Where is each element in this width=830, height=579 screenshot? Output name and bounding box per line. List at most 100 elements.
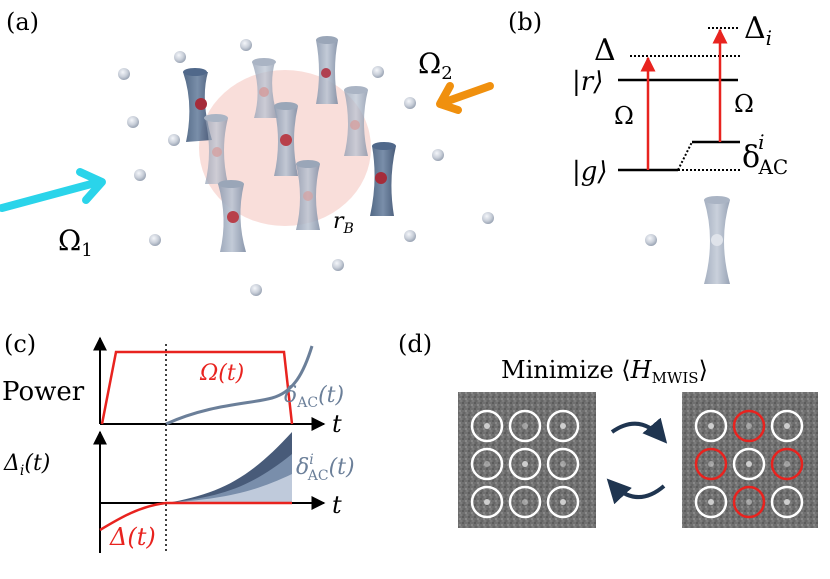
atom-fluorescence-spot	[708, 423, 714, 429]
atom-sphere	[372, 66, 384, 78]
site-ring-red	[732, 409, 766, 443]
site-ring-red	[770, 447, 804, 481]
omega-left-label: Ω	[614, 102, 634, 130]
panel-b-label: (b)	[508, 8, 542, 36]
atom-fluorescence-spot	[746, 499, 752, 505]
atom-fluorescence-spot	[560, 423, 566, 429]
t-axis-label-bottom: t	[332, 491, 342, 519]
omega2-label: Ω2	[418, 47, 453, 84]
atom-sphere	[404, 97, 416, 109]
delta-i-label: Δi	[744, 11, 772, 50]
delta-label: Δ	[594, 33, 616, 68]
atom-sphere	[134, 169, 146, 181]
site-ring-white	[546, 409, 580, 443]
omega2-arrow	[436, 82, 494, 114]
atom-sphere	[127, 116, 139, 128]
site-ring-white	[694, 485, 728, 519]
delta-i-t-label: Δi(t)	[3, 451, 50, 479]
site-ring-white	[694, 409, 728, 443]
panel-c-label: (c)	[4, 330, 36, 358]
level-shift-connector	[677, 141, 693, 171]
atom-fluorescence-spot	[746, 461, 752, 467]
atom-sphere	[432, 149, 444, 161]
omega1-label: Ω1	[58, 224, 93, 261]
site-ring-white	[470, 409, 504, 443]
omega1-arrow	[0, 168, 106, 212]
site-ring-white	[470, 485, 504, 519]
site-ring-red	[732, 485, 766, 519]
site-grid-left	[470, 409, 580, 519]
state-g-label: |g⟩	[572, 157, 608, 187]
omega-t-label: Ω(t)	[199, 361, 244, 386]
site-ring-white	[508, 485, 542, 519]
atom-fluorescence-spot	[708, 499, 714, 505]
delta-ac-t-curve	[165, 345, 314, 426]
delta-t-label: Δ(t)	[109, 523, 156, 551]
panel-a-label: (a)	[6, 8, 39, 36]
minimize-title: Minimize ⟨HMWIS⟩	[501, 356, 708, 387]
tweezer-trap	[316, 36, 338, 104]
site-ring-white	[546, 447, 580, 481]
atom-fluorescence-spot	[484, 423, 490, 429]
site-ring-white	[508, 447, 542, 481]
tweezer-trap-b	[704, 196, 730, 284]
tweezer-trap	[218, 180, 246, 252]
atom-sphere	[149, 234, 161, 246]
atom-fluorescence-spot	[560, 461, 566, 467]
atom-sphere	[174, 51, 186, 63]
atom-fluorescence-spot	[746, 423, 752, 429]
site-ring-white	[732, 447, 766, 481]
site-ring-white	[546, 485, 580, 519]
cycle-arrow-bottom	[606, 478, 666, 505]
tweezer-trap	[344, 86, 368, 156]
omega-right-label: Ω	[734, 90, 754, 118]
power-label: Power	[2, 377, 85, 407]
site-ring-red	[694, 447, 728, 481]
tweezer-trap	[183, 68, 212, 142]
atom-sphere	[332, 259, 344, 271]
atom-fluorescence-spot	[784, 423, 790, 429]
atom-sphere	[240, 39, 252, 51]
panel-d-label: (d)	[398, 330, 432, 358]
atom-fluorescence-spot	[708, 461, 714, 467]
atom-fluorescence-spot	[484, 499, 490, 505]
tweezer-trap	[252, 58, 278, 118]
site-ring-white	[470, 447, 504, 481]
site-ring-white	[770, 485, 804, 519]
atom-sphere	[250, 284, 262, 296]
delta-t-curve	[99, 501, 292, 532]
atom-sphere	[404, 230, 416, 242]
cycle-arrow-top	[610, 417, 668, 444]
atom-sphere	[168, 134, 180, 146]
site-ring-white	[508, 409, 542, 443]
blockade-radius-label: rB	[333, 209, 354, 237]
atom-sphere-free	[645, 234, 657, 246]
state-r-label: |r⟩	[572, 67, 603, 97]
tweezer-traps	[183, 36, 396, 252]
tweezer-trap	[274, 102, 298, 176]
atom-fluorescence-spot	[784, 461, 790, 467]
atom-fluorescence-spot	[522, 499, 528, 505]
atom-fluorescence-spot	[784, 499, 790, 505]
delta-ac-t-label: δAC(t)	[284, 383, 344, 411]
atom-fluorescence-spot	[484, 461, 490, 467]
panel-d: (d) Minimize ⟨HMWIS⟩	[398, 330, 818, 528]
t-axis-label-top: t	[332, 410, 342, 438]
atom-fluorescence-spot	[560, 499, 566, 505]
atom-sphere	[118, 68, 130, 80]
tweezer-trap	[296, 160, 320, 230]
panel-a: (a)	[0, 8, 494, 296]
site-grid-right	[694, 409, 804, 519]
atom-sphere	[482, 212, 494, 224]
delta-ac-i-band-light	[166, 474, 292, 503]
free-atoms	[118, 39, 494, 296]
tweezer-trap	[204, 114, 228, 184]
site-ring-white	[770, 409, 804, 443]
atom-fluorescence-spot	[522, 461, 528, 467]
